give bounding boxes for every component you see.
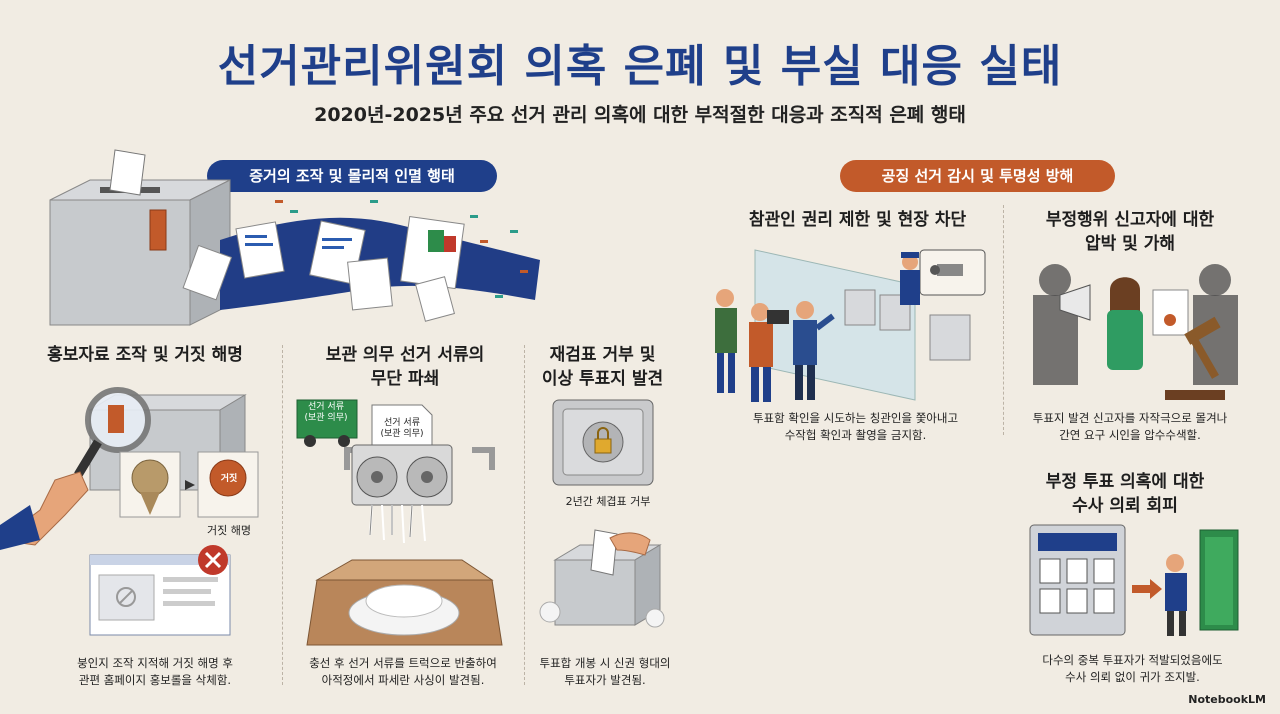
caption-recount: 투표합 개봉 시 신권 형대의 투표자가 발견됨. bbox=[539, 656, 671, 687]
caption-shredding: 충선 후 선거 서류를 트럭으로 반출하여 아적정에서 파세란 사싱이 발견됨. bbox=[309, 656, 497, 687]
divider bbox=[1003, 205, 1004, 435]
whistleblower-illustration bbox=[1033, 264, 1238, 400]
shredder-illustration bbox=[296, 399, 503, 646]
heading-recount-refusal: 재검표 거부 및 이상 투표지 발견 bbox=[541, 345, 664, 389]
heading-whistleblower-pressure: 부정행위 신고자에 대한 압박 및 가해 bbox=[1045, 210, 1215, 254]
document-label: 선거 서류 (보관 의무) bbox=[380, 418, 424, 439]
page-title: 선거관리위원회 의혹 은폐 및 부실 대응 실태 bbox=[217, 41, 1063, 92]
safe-caption: 2년간 체겹표 거부 bbox=[565, 495, 651, 508]
observer-blocked-illustration bbox=[715, 249, 986, 402]
duplicate-voters-illustration bbox=[1029, 524, 1239, 636]
section-pill-monitoring: 공징 선거 감시 및 투명성 방해 bbox=[840, 160, 1115, 192]
caption-observer: 투표함 확인을 시도하는 칭관인을 쫓아내고 수작헙 확인과 촬영을 금지함. bbox=[752, 411, 959, 442]
heading-document-shredding: 보관 의무 선거 서류의 무단 파쇄 bbox=[325, 345, 485, 389]
page-subtitle: 2020년-2025년 주요 선거 관리 의혹에 대한 부적절한 대응과 조직적… bbox=[314, 104, 966, 126]
divider bbox=[524, 345, 525, 685]
divider bbox=[282, 345, 283, 685]
heading-observer-restriction: 참관인 권리 제한 및 현장 차단 bbox=[748, 210, 967, 230]
safe-lock-illustration bbox=[552, 399, 654, 486]
fake-explanation-caption: 거짓 해명 bbox=[207, 524, 251, 537]
ballot-insert-illustration bbox=[539, 529, 665, 628]
deleted-webpage-illustration bbox=[89, 545, 231, 636]
magnifier-illustration bbox=[0, 387, 259, 550]
truck-label: 선거 서류 (보관 의무) bbox=[304, 402, 348, 423]
heading-investigation-avoidance: 부정 투표 의혹에 대한 수사 의뢰 회피 bbox=[1045, 472, 1205, 516]
ballot-box-illustration bbox=[49, 149, 540, 326]
section-pill-evidence: 증거의 조작 및 몰리적 인멸 행태 bbox=[207, 160, 497, 192]
brand-logo: NotebookLM bbox=[1188, 693, 1266, 706]
heading-brochure-manipulation: 홍보자료 조작 및 거짓 해명 bbox=[47, 345, 243, 365]
caption-brochure: 붕인지 조작 지적해 거짓 해명 후 관편 홈페이지 홍보롤을 삭체함. bbox=[77, 656, 233, 687]
caption-whistleblower: 투표지 발견 신고자를 자작극으로 몰겨나 간연 요구 시인을 압수수색할. bbox=[1032, 411, 1228, 442]
seal-fake-text: 거짓 bbox=[220, 474, 238, 484]
caption-investigation: 다수의 중복 투표자가 적발되었음에도 수사 의뢰 없이 귀가 조지발. bbox=[1042, 653, 1223, 684]
